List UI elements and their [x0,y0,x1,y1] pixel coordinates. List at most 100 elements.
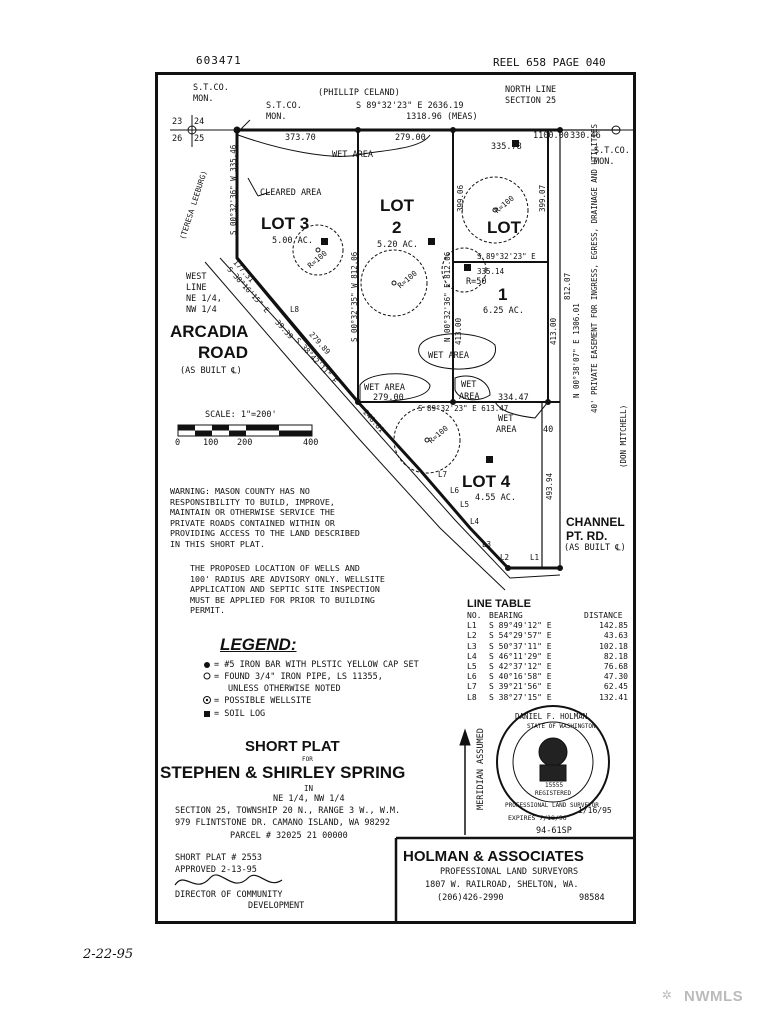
dimension: 1100.00 [533,131,569,141]
line-label-l6: L6 [450,486,460,495]
document-number: 603471 [196,54,242,67]
radius-label: R=50 [466,277,487,287]
wells-note: THE PROPOSED LOCATION OF WELLS AND 100' … [190,563,385,616]
north-measured: 1318.96 (MEAS) [406,112,478,122]
warning-line: WARNING: MASON COUNTY HAS NO [170,486,310,496]
director-label: DIRECTOR OF COMMUNITY [175,890,283,900]
company-zip: 98584 [579,893,605,903]
road-note: (AS BUILT ℄) [180,366,242,376]
table-cell: L8 [467,692,477,702]
site-address: 979 FLINTSTONE DR. CAMANO ISLAND, WA 982… [175,818,390,828]
dimension: 335.78 [491,142,522,152]
easement-note: 40' PRIVATE EASEMENT FOR INGRESS, EGRESS… [590,124,599,413]
line-label-l7: L7 [438,470,448,479]
table-cell: S 42°37'12" E [489,662,552,672]
scale-tick: 0 [175,438,181,448]
company-name: HOLMAN & ASSOCIATES [403,848,584,865]
lot-1-area: 6.25 AC. [483,306,524,316]
wells-line: PERMIT. [190,605,225,616]
wet-area-label: AREA [496,425,517,435]
wells-line: THE PROPOSED LOCATION OF WELLS AND [190,563,360,573]
dimension: 413.00 [549,317,558,345]
neighbor-label: (PHILLIP CELAND) [318,88,400,98]
dimension: 40 [543,425,554,435]
title-for: FOR [302,756,313,763]
lot-line-bearing: N 00°32'36" E 812.06 [443,251,452,342]
warning-line: RESPONSIBILITY TO BUILD, IMPROVE, [170,496,335,507]
west-line-label: WEST [186,272,207,282]
watermark-icon: ✲ [662,984,672,1003]
director-label: DEVELOPMENT [248,901,305,911]
wet-area-label: WET [461,380,477,390]
plat-title: SHORT PLAT [245,738,340,755]
line-label-l2: L2 [500,553,510,562]
wet-area-label: WET AREA [332,150,373,160]
lot-3-area: 5.00 AC. [272,236,313,246]
legend-item: = FOUND 3/4" IRON PIPE, LS 11355, [214,672,383,682]
section-23: 24 [194,117,205,127]
dimension: 334.47 [498,393,529,403]
neighbor-label: (DON MITCHELL) [619,404,628,468]
section-24: 23 [172,117,183,127]
wells-line: 100' RADIUS ARE ADVISORY ONLY. WELLSITE [190,573,385,584]
seal-registered: REGISTERED [535,790,572,797]
table-cell: S 50°37'11" E [489,641,552,651]
dimension: 279.00 [395,133,426,143]
line-label-l5: L5 [460,500,470,509]
road-name: ARCADIA [170,322,249,341]
table-cell: 43.63 [603,631,628,641]
signature [174,874,283,886]
table-cell: S 39°21'56" E [489,682,552,692]
line-label-l4: L4 [470,517,480,526]
company-address: 1807 W. RAILROAD, SHELTON, WA. [425,880,579,890]
line-table-title: LINE TABLE [467,598,531,610]
cleared-area-label: CLEARED AREA [260,188,322,198]
table-cell: 47.30 [603,672,628,682]
table-header: BEARING [489,611,523,620]
wet-area-label: WET AREA [428,351,469,361]
table-cell: S 40°16'58" E [489,672,552,682]
table-header: NO. [467,611,482,620]
road-name: CHANNEL [566,515,625,529]
dimension: 812.07 [563,272,572,300]
table-cell: 76.68 [603,662,628,672]
approval-date: APPROVED 2-13-95 [175,865,257,875]
table-cell: 142.85 [599,621,628,631]
road-name: ROAD [198,343,249,362]
seal-name: DANIEL F. HOLMAN [515,712,588,721]
lot-2-number: 2 [392,218,402,237]
north-bearing: S 89°32'23" E 2636.19 [356,101,464,111]
dimension: 279.00 [373,393,404,403]
table-cell: S 54°29'57" E [489,631,552,641]
scale-tick: 100 [203,438,219,448]
seal-date: 1/16/95 [578,806,612,815]
meridian-note: MERIDIAN ASSUMED [476,728,486,810]
table-row: L7 S 39°21'56" E 62.45 [467,682,637,692]
legal-description: SECTION 25, TOWNSHIP 20 N., RANGE 3 W., … [175,806,401,816]
wet-area-label: WET AREA [364,383,405,393]
table-cell: L6 [467,672,477,682]
owner-names: STEPHEN & SHIRLEY SPRING [160,763,406,782]
scale-label: SCALE: 1"=200' [205,410,277,420]
section-corner-icon [170,115,215,147]
warning-line: IN THIS SHORT PLAT. [170,538,265,549]
seal-number: 15555 [545,782,564,789]
table-cell: 62.45 [603,682,628,692]
wells-line: MUST BE APPLIED FOR PRIOR TO BUILDING [190,594,375,605]
st-co-mon-label: MON. [193,94,214,104]
table-cell: S 46°11'29" E [489,651,552,661]
table-cell: 102.18 [599,641,628,651]
company-phone: (206)426-2990 [437,893,504,903]
north-line-label: NORTH LINE [505,85,557,95]
dimension: 373.70 [285,133,316,143]
title-in: IN [304,784,314,793]
lot-1-number: 1 [498,285,508,304]
table-cell: L7 [467,682,477,692]
legend-item: = #5 IRON BAR WITH PLSTIC YELLOW CAP SET [214,660,419,670]
table-cell: S 89°49'12" E [489,621,552,631]
table-row: L6 S 40°16'58" E 47.30 [467,672,637,682]
